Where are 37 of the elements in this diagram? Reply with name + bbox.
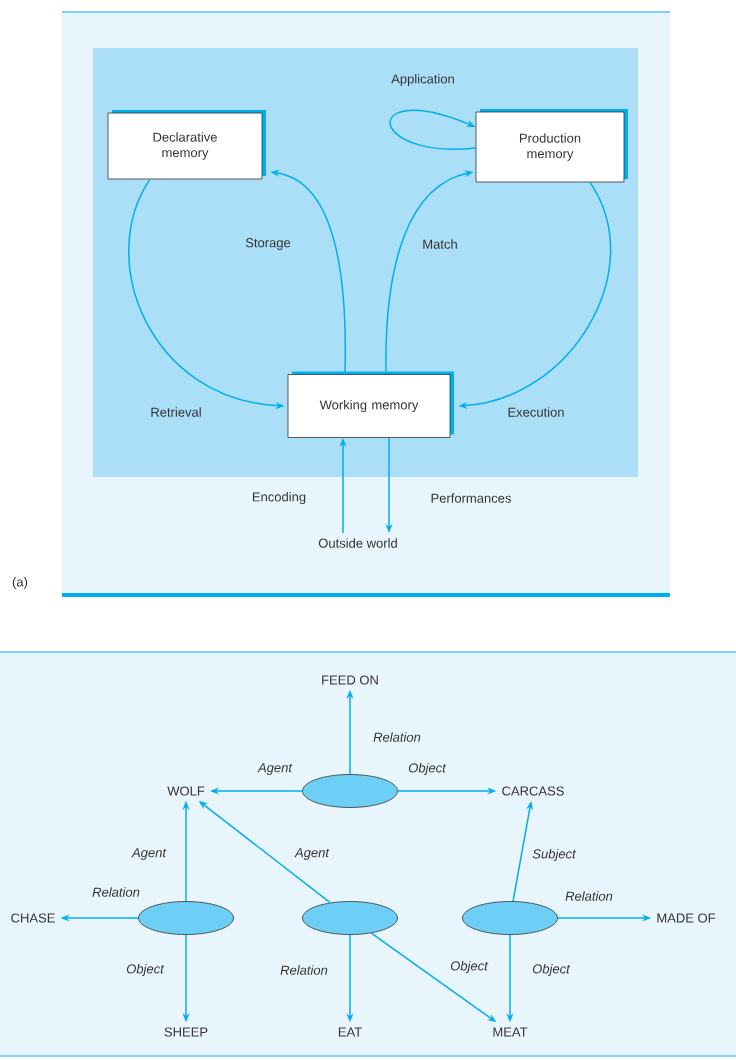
arrow — [389, 109, 477, 150]
concept-label: EAT — [338, 1027, 362, 1037]
edge-label: Object — [408, 762, 447, 776]
concept-label: MADE OF — [657, 913, 716, 923]
concept-label: SHEEP — [164, 1027, 208, 1037]
memory-box: Working memory — [287, 371, 454, 438]
memory-box: Declarative memory — [107, 110, 266, 180]
edge-label: Performances — [431, 493, 511, 503]
concept-label: MEAT — [493, 1027, 528, 1037]
panel-label: (a) — [12, 576, 28, 590]
edge-label: Agent — [131, 848, 167, 860]
edge-label: Agent — [294, 848, 330, 860]
edge-label: Object — [126, 963, 165, 977]
edge-label: Execution — [508, 407, 564, 417]
edge-label: Encoding — [252, 491, 306, 505]
ellipse-node — [302, 901, 398, 935]
edge-label: Relation — [92, 887, 140, 897]
edge-label: Subject — [532, 848, 577, 862]
edge-label: Object — [532, 963, 571, 977]
edge-label: Application — [391, 73, 454, 87]
ellipse-node — [302, 774, 398, 808]
concept-label: Outside world — [318, 538, 397, 548]
concept-label: CARCASS — [502, 786, 564, 796]
ellipse-node — [462, 901, 558, 935]
edge-label: Storage — [245, 238, 291, 250]
memory-box: Production memory — [475, 109, 628, 183]
edge-label: Relation — [565, 891, 613, 901]
edge-label: Relation — [373, 732, 421, 742]
edge-label: Object — [450, 960, 489, 974]
concept-label: WOLF — [167, 786, 205, 796]
edge-label: Agent — [257, 763, 293, 775]
ellipse-node — [138, 901, 234, 935]
edge-label: Relation — [280, 965, 328, 975]
edge-label: Retrieval — [151, 407, 201, 417]
concept-label: FEED ON — [322, 675, 378, 685]
edge-label: Match — [423, 239, 457, 249]
concept-label: CHASE — [11, 913, 55, 923]
